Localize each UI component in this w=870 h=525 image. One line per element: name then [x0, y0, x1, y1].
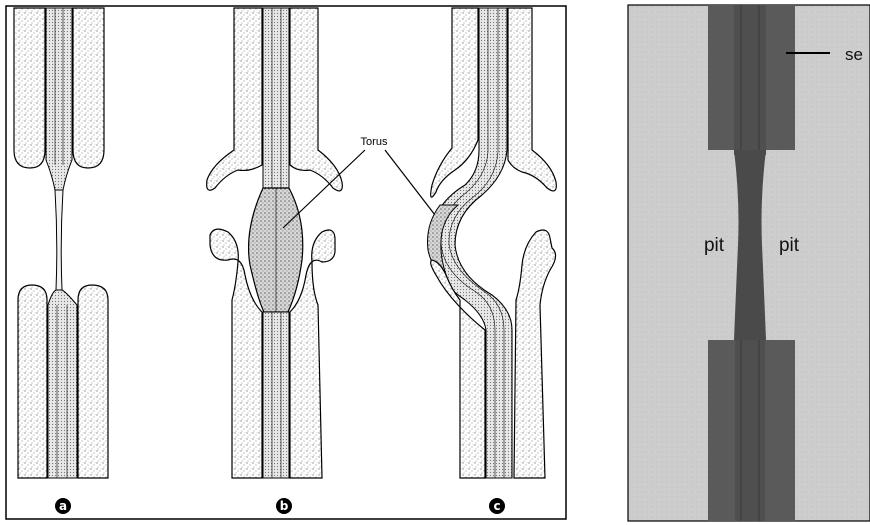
panel-a-upper-wall-right: [73, 8, 104, 168]
pit-label-right: pit: [779, 235, 800, 256]
right-figure: pit pit se: [628, 5, 870, 521]
panel-b-letter: b: [280, 499, 289, 513]
right-pit-membrane: [734, 150, 766, 340]
torus-label: Torus: [361, 136, 388, 148]
panel-a-lower-wall-left: [18, 285, 47, 478]
panel-b-upper-membrane: [263, 8, 289, 188]
right-lower-membrane: [735, 340, 765, 521]
right-upper-wall-right: [766, 5, 795, 150]
panel-a-upper-wall-left: [14, 8, 45, 168]
pit-label-left: pit: [704, 235, 725, 256]
right-upper-wall-left: [708, 5, 734, 150]
panel-a-lower-membrane: [48, 290, 77, 478]
panel-c-letter: c: [493, 499, 500, 513]
left-figure: a b Torus: [6, 6, 566, 519]
panel-a-lower-wall-right: [78, 285, 108, 478]
panel-a-letter: a: [59, 499, 67, 513]
right-lower-wall-right: [765, 340, 795, 521]
right-upper-membrane: [734, 5, 766, 155]
panel-b-lower-membrane: [263, 312, 289, 478]
panel-a-upper-membrane: [46, 8, 72, 190]
edge-label: se: [845, 45, 863, 64]
panel-b-torus: [249, 188, 303, 312]
right-lower-wall-left: [708, 340, 735, 521]
